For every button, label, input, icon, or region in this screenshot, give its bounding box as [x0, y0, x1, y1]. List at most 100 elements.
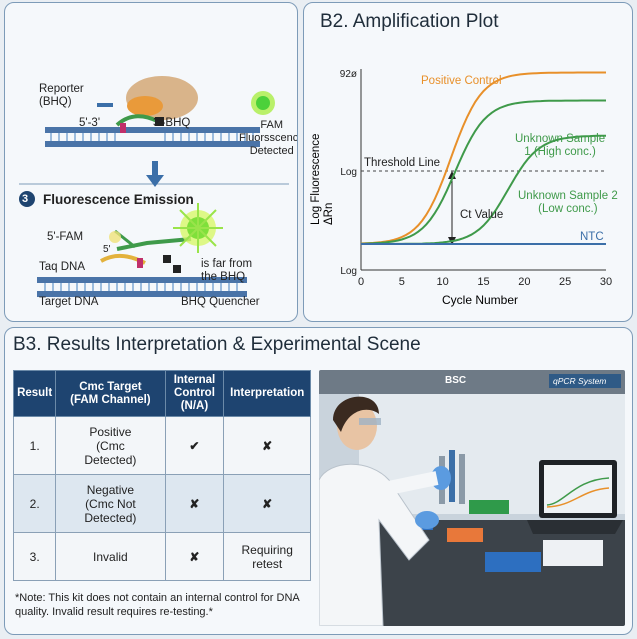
scientist-arm: [377, 471, 439, 497]
five-prime-label: 5': [103, 244, 111, 255]
row-result: 1.: [12, 416, 57, 475]
header-interpretation: Interpretation: [223, 370, 311, 417]
x-tick-label: 5: [399, 276, 405, 288]
panel-results: B3. Results Interpretation & Experimenta…: [4, 327, 633, 635]
dna-base-pairs-lower: [44, 283, 238, 291]
quencher-block: [155, 117, 164, 126]
cross-icon: ✘: [223, 416, 311, 475]
row-interpretation: Requiring retest: [223, 532, 311, 581]
scientist-lab-coat: [319, 463, 430, 626]
green-rack: [469, 500, 509, 514]
table-header-row: Result Cmc Target (FAM Channel) Internal…: [12, 370, 311, 417]
fam-detected-label: FAM Fluorsscence Detected: [239, 119, 298, 157]
step-title: Fluorescence Emission: [43, 192, 194, 207]
reporter-tag: [97, 103, 113, 107]
x-tick-label: 25: [559, 276, 571, 288]
y-tick-label: Log: [340, 167, 357, 178]
x-tick-label: 0: [358, 276, 364, 288]
series-line-0: [360, 71, 606, 245]
blue-rack: [485, 552, 541, 572]
table-row: 2. Negative (Cmc Not Detected) ✘ ✘: [12, 474, 311, 533]
row-result: 3.: [12, 532, 57, 581]
probe-strand-lower: [116, 237, 192, 251]
row-target: Invalid: [55, 532, 166, 581]
pipette-2: [449, 450, 455, 502]
results-table: Result Cmc Target (FAM Channel) Internal…: [12, 370, 311, 581]
cross-icon: ✘: [223, 474, 311, 533]
y-tick-label: Log: [340, 266, 357, 277]
orange-rack: [447, 528, 483, 542]
target-dna-label: Target DNA: [39, 296, 99, 308]
dna-strand-upper-1: [45, 127, 260, 133]
table-row: 1. Positive (Cmc Detected) ✔ ✘: [12, 416, 311, 475]
mechanism-illustration: [19, 76, 289, 297]
bhq-block-2: [173, 265, 181, 273]
dna-strand-lower-2: [37, 291, 247, 297]
scientist-hair: [333, 396, 379, 432]
panel-mechanism: Reporter (BHQ) 5'-3' 3'-BHQ FAM Fluorssc…: [4, 2, 298, 322]
results-title: B3. Results Interpretation & Experimenta…: [13, 334, 421, 355]
step-number: 3: [22, 193, 29, 205]
series-label-unknown2: Unknown Sample 2 (Low conc.): [518, 190, 618, 215]
bhq-block-1: [163, 255, 171, 263]
header-target: Cmc Target (FAM Channel): [55, 370, 166, 417]
series-label-positive: Positive Control: [421, 75, 502, 87]
lab-scene-image: BSC qPCR System: [319, 370, 625, 626]
series-label-ntc: NTC: [580, 231, 604, 243]
fam-glow-inner: [256, 96, 270, 110]
polymerase-core: [127, 96, 163, 116]
bhq-quencher-label: BHQ Quencher: [181, 296, 260, 308]
x-tick-label: 30: [600, 276, 612, 288]
five-fam-label: 5'-FAM: [47, 231, 84, 243]
check-icon: ✔: [164, 416, 225, 475]
far-from-label: is far from the BHQ: [201, 258, 253, 283]
row-result: 2.: [12, 474, 57, 533]
x-axis-label: Cycle Number: [442, 293, 519, 307]
flow-arrow-shaft: [152, 161, 158, 175]
flow-arrow-head: [146, 175, 164, 187]
system-badge: [549, 374, 621, 388]
threshold-label: Threshold Line: [364, 157, 441, 169]
x-tick-label: 10: [437, 276, 449, 288]
lab-scene-illustration: [319, 370, 625, 626]
screen-curve-2: [546, 487, 610, 508]
fam-glow-small: [109, 231, 121, 243]
x-tick-label: 15: [477, 276, 489, 288]
series-label-unknown1: Unknown Sample 1 (High conc.): [515, 133, 606, 158]
taq-dna-label: Taq DNA: [39, 261, 86, 273]
cross-icon: ✘: [164, 474, 225, 533]
reporter-dye: [120, 123, 126, 133]
fluorescence-burst: [173, 203, 223, 253]
step-badge: [19, 191, 35, 207]
table-row: 3. Invalid ✘ Requiring retest: [12, 532, 311, 581]
glove-left: [415, 511, 439, 529]
header-control: Internal Control (N/A): [164, 370, 225, 417]
dna-base-pairs-upper: [50, 133, 254, 141]
white-rack: [543, 540, 603, 566]
screen-curve-1: [546, 477, 610, 506]
x-tick-label: 20: [518, 276, 530, 288]
ct-value-label: Ct Value: [460, 209, 504, 221]
row-target: Negative (Cmc Not Detected): [55, 474, 166, 533]
dna-strand-lower-1: [37, 277, 247, 283]
y-axis-label: Log Fluorescence ΔRn: [310, 133, 335, 225]
probe-strand: [115, 114, 158, 127]
three-bhq-label: 3'-BHQ: [153, 117, 191, 129]
five-three-label: 5'-3': [79, 117, 101, 129]
system-label: qPCR System: [553, 376, 607, 386]
safety-glasses: [359, 418, 381, 425]
bsc-label: BSC: [445, 375, 467, 386]
dna-strand-upper-2: [45, 141, 260, 147]
cross-icon: ✘: [164, 532, 225, 581]
ct-arrow-head-up: [448, 171, 456, 179]
footnote: *Note: This kit does not contain an inte…: [15, 592, 300, 618]
row-target: Positive (Cmc Detected): [55, 416, 166, 475]
fam-dye: [137, 258, 143, 268]
laptop-keyboard: [527, 520, 623, 534]
series-line-1: [360, 99, 606, 245]
y-tick-label: 92ø: [340, 69, 357, 80]
plot-title: B2. Amplification Plot: [320, 11, 499, 32]
pipette-3: [459, 454, 465, 504]
